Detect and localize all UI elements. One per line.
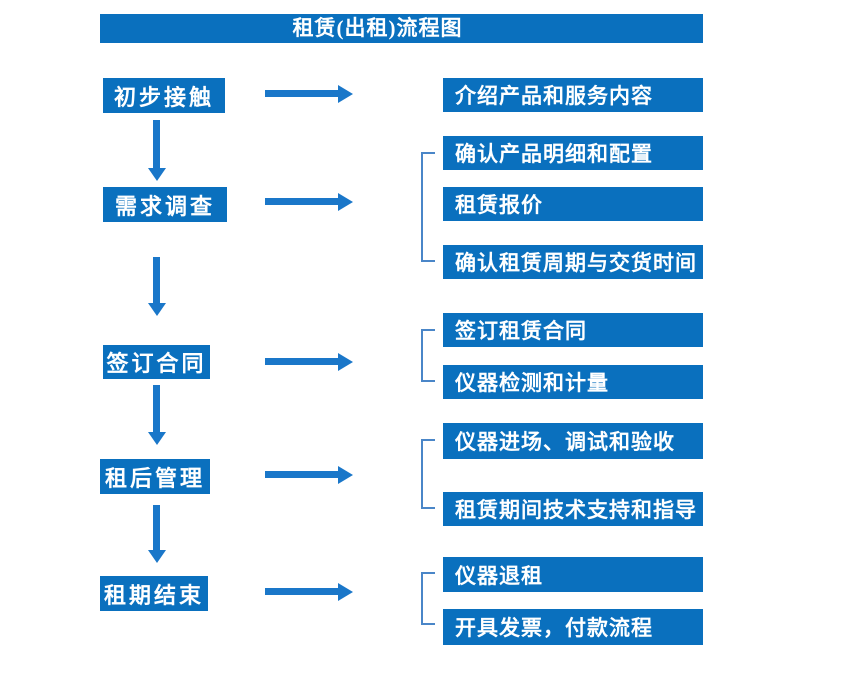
arrow-right-icon (265, 588, 338, 595)
stage-box-rental-end: 租期结束 (100, 576, 208, 611)
detail-box-rental-quote: 租赁报价 (443, 187, 703, 221)
flowchart-title: 租赁(出租)流程图 (292, 16, 463, 40)
arrow-right-icon (265, 358, 338, 365)
stage-box-sign-contract: 签订合同 (103, 345, 210, 379)
detail-box-instrument-return: 仪器退租 (443, 557, 703, 592)
title-bar: 租赁(出租)流程图 (100, 14, 703, 43)
detail-box-sign-lease: 签订租赁合同 (443, 313, 703, 347)
stage-box-demand-survey: 需求调查 (103, 187, 227, 222)
detail-box-invoice-payment: 开具发票，付款流程 (443, 609, 703, 645)
detail-box-instrument-entry: 仪器进场、调试和验收 (443, 423, 703, 459)
detail-box-intro-products: 介绍产品和服务内容 (443, 78, 703, 112)
detail-box-confirm-period: 确认租赁周期与交货时间 (443, 245, 703, 279)
detail-box-tech-support: 租赁期间技术支持和指导 (443, 492, 703, 526)
arrow-right-icon (265, 471, 338, 478)
stage-box-post-rental-mgmt: 租后管理 (100, 459, 210, 494)
stage-box-initial-contact: 初步接触 (103, 78, 225, 113)
bracket-connector (421, 329, 435, 382)
detail-box-instrument-test: 仪器检测和计量 (443, 365, 703, 399)
arrow-down-icon (153, 505, 160, 550)
arrow-down-icon (153, 385, 160, 432)
arrow-right-icon (265, 198, 338, 205)
bracket-connector (421, 572, 435, 625)
bracket-connector (421, 439, 435, 509)
arrow-right-icon (265, 90, 338, 97)
arrow-down-icon (153, 257, 160, 303)
arrow-down-icon (153, 120, 160, 168)
detail-box-confirm-config: 确认产品明细和配置 (443, 136, 703, 170)
bracket-connector (421, 152, 435, 262)
